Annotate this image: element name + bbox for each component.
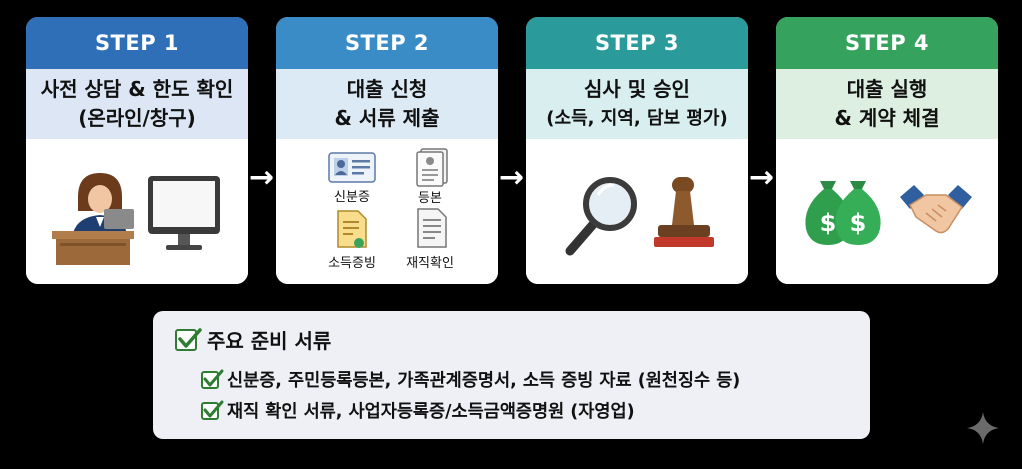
id-card-icon: [328, 152, 376, 183]
svg-text:$: $: [850, 209, 867, 237]
step-1-title-line2: (온라인/창구): [78, 106, 196, 130]
checkbox-icon: [201, 400, 224, 420]
checklist-item-text: 신분증, 주민등록등본, 가족관계증명서, 소득 증빙 자료 (원천징수 등): [227, 371, 741, 391]
step-2-header: STEP 2 대출 신청 & 서류 제출: [276, 17, 498, 139]
approval-stamp-icon: [654, 177, 714, 247]
arrow-1-to-2: →: [249, 160, 275, 195]
doc-label-id-card: 신분증: [334, 190, 370, 205]
money-bags-icon: $ $: [805, 181, 881, 245]
step-4-header: STEP 4 대출 실행 & 계약 체결: [776, 17, 998, 139]
document-icons: [328, 148, 448, 248]
step-4-title-line2: & 계약 체결: [834, 106, 940, 130]
step-1-card: STEP 1 사전 상담 & 한도 확인 (온라인/창구): [26, 17, 248, 284]
step-3-title-line2: (소득, 지역, 담보 평가): [546, 108, 728, 129]
step-3-card: STEP 3 심사 및 승인 (소득, 지역, 담보 평가): [526, 17, 748, 284]
employment-proof-icon: [417, 208, 447, 248]
arrow-3-to-4: →: [749, 160, 775, 195]
checklist-title: 주요 준비 서류: [207, 329, 332, 353]
step-2-documents: 신분증 등본 소득증빙 재직확인: [276, 139, 498, 284]
step-2-title-line1: 대출 신청: [346, 77, 428, 101]
step-4-title-line1: 대출 실행: [846, 77, 928, 101]
step-4-illustration: $ $: [776, 139, 998, 284]
income-proof-icon: [337, 210, 367, 248]
checklist-title-row: 주요 준비 서류: [175, 325, 331, 354]
consultant-desk-icon: [52, 173, 134, 265]
doc-label-employment-proof: 재직확인: [406, 256, 454, 271]
handshake-icon: [900, 185, 972, 234]
doc-label-resident-register: 등본: [418, 191, 442, 206]
checklist-item: 재직 확인 서류, 사업자등록증/소득금액증명원 (자영업): [201, 398, 635, 423]
step-4-title: 대출 실행 & 계약 체결: [776, 69, 998, 139]
step-3-title: 심사 및 승인 (소득, 지역, 담보 평가): [526, 69, 748, 139]
step-1-label: STEP 1: [26, 17, 248, 69]
step-3-illustration: [526, 139, 748, 284]
step-1-header: STEP 1 사전 상담 & 한도 확인 (온라인/창구): [26, 17, 248, 139]
monitor-icon: [148, 176, 220, 250]
checklist-item-text: 재직 확인 서류, 사업자등록증/소득금액증명원 (자영업): [227, 402, 635, 422]
checkbox-icon: [201, 369, 224, 389]
sparkle-icon: [967, 412, 999, 444]
step-4-label: STEP 4: [776, 17, 998, 69]
step-3-label: STEP 3: [526, 17, 748, 69]
step-1-title-line1: 사전 상담 & 한도 확인: [40, 77, 234, 101]
checkbox-icon: [175, 327, 202, 351]
step-2-title-line2: & 서류 제출: [334, 106, 440, 130]
step-4-card: STEP 4 대출 실행 & 계약 체결 $ $: [776, 17, 998, 284]
resident-register-icon: [416, 148, 448, 187]
step-2-label: STEP 2: [276, 17, 498, 69]
doc-label-income-proof: 소득증빙: [328, 256, 376, 271]
svg-text:$: $: [820, 209, 837, 237]
magnifier-icon: [565, 177, 637, 256]
arrow-2-to-3: →: [499, 160, 525, 195]
required-documents-panel: 주요 준비 서류 신분증, 주민등록등본, 가족관계증명서, 소득 증빙 자료 …: [153, 311, 870, 439]
step-3-header: STEP 3 심사 및 승인 (소득, 지역, 담보 평가): [526, 17, 748, 139]
step-3-title-line1: 심사 및 승인: [584, 77, 690, 101]
checklist-item: 신분증, 주민등록등본, 가족관계증명서, 소득 증빙 자료 (원천징수 등): [201, 367, 740, 392]
step-2-title: 대출 신청 & 서류 제출: [276, 69, 498, 139]
step-1-illustration: [26, 139, 248, 284]
step-1-title: 사전 상담 & 한도 확인 (온라인/창구): [26, 69, 248, 139]
step-2-card: STEP 2 대출 신청 & 서류 제출: [276, 17, 498, 284]
